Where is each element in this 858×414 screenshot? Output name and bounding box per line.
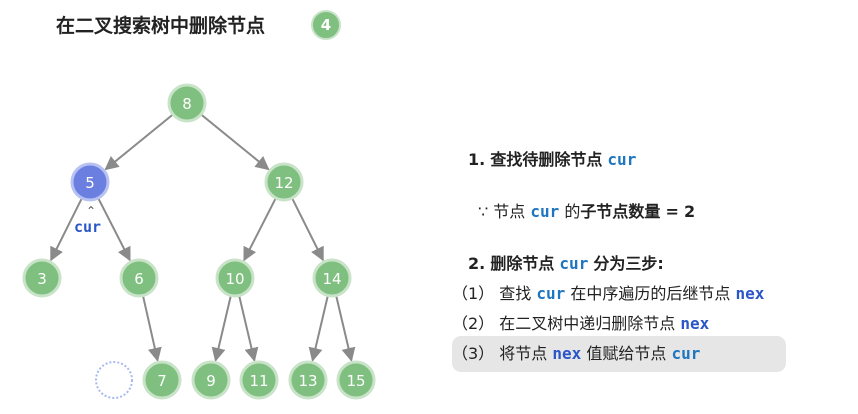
step-badge: 4 <box>311 10 341 40</box>
current-step-highlight <box>452 336 786 372</box>
tree-edge-8-12 <box>200 113 270 171</box>
substep-1-pre: 查找 <box>499 284 532 303</box>
substep-1-code2: nex <box>735 284 765 303</box>
tree-node-label: 12 <box>274 174 293 192</box>
tree-node-14: 14 <box>312 258 352 298</box>
tree-edge-10-9 <box>211 295 232 362</box>
substep-1-code: cur <box>536 284 566 303</box>
step-1-reason: ∵ 节点 cur 的子节点数量 = 2 <box>478 201 695 223</box>
bst-diagram: 8 5 12 3 6 10 14 7 9 11 13 15 <box>22 83 376 400</box>
tree-node-label: 9 <box>206 372 216 390</box>
reason-eq: = <box>665 202 679 221</box>
tree-edge-5-3 <box>50 197 83 262</box>
tree-node-label: 13 <box>298 372 317 390</box>
tree-node-label: 10 <box>225 270 244 288</box>
step-2-text: 删除节点 <box>490 254 555 273</box>
substep-2: （2） 在二叉树中递归删除节点 nex <box>452 313 709 335</box>
step-1-code: cur <box>607 150 637 169</box>
tree-edge-6-7 <box>141 295 162 362</box>
tree-edge-14-13 <box>308 295 329 362</box>
reason-mid: 的 <box>564 202 581 221</box>
because-icon: ∵ <box>478 202 489 221</box>
tree-node-label: 3 <box>37 270 47 288</box>
substep-1-number: （1） <box>452 284 495 303</box>
step-2-number: 2. <box>468 254 486 273</box>
tree-edge-5-6 <box>97 197 131 262</box>
substep-1: （1） 查找 cur 在中序遍历的后继节点 nex <box>452 283 764 305</box>
tree-node-10: 10 <box>215 258 255 298</box>
reason-bold: 子节点数量 <box>580 202 661 221</box>
tree-node-label: 6 <box>134 270 144 288</box>
step-1: 1. 查找待删除节点 cur <box>468 149 636 171</box>
tree-node-3: 3 <box>22 258 62 298</box>
tree-node-label: 11 <box>249 372 268 390</box>
substep-2-number: （2） <box>452 314 495 333</box>
reason-pre: 节点 <box>493 202 526 221</box>
tree-node-5: 5 <box>70 162 110 202</box>
substep-3-code: nex <box>552 344 582 363</box>
pointer-arrow-icon: ⌃ <box>86 204 97 218</box>
step-1-number: 1. <box>468 150 486 169</box>
tree-edge-8-5 <box>104 113 174 171</box>
tree-node-13: 13 <box>288 360 328 400</box>
step-2-code: cur <box>559 254 589 273</box>
tree-node-label: 8 <box>182 95 192 113</box>
tree-node-7: 7 <box>142 360 182 400</box>
step-1-text: 查找待删除节点 <box>490 150 603 169</box>
substep-3-code2: cur <box>671 344 701 363</box>
tree-node-label: 5 <box>85 174 95 192</box>
tree-node-15: 15 <box>336 360 376 400</box>
tree-edge-12-14 <box>291 197 324 262</box>
step-2: 2. 删除节点 cur 分为三步: <box>468 253 664 275</box>
reason-code: cur <box>530 202 560 221</box>
tree-edge-14-15 <box>335 295 356 362</box>
tree-node-label: 14 <box>322 270 341 288</box>
tree-node-12: 12 <box>264 162 304 202</box>
step-2-tail: 分为三步: <box>593 254 664 273</box>
tree-node-6: 6 <box>119 258 159 298</box>
tree-node-label: 7 <box>157 372 167 390</box>
tree-node-9: 9 <box>191 360 231 400</box>
page-title: 在二叉搜索树中删除节点 <box>56 15 266 37</box>
tree-node-8: 8 <box>167 83 207 123</box>
substep-2-pre: 在二叉树中递归删除节点 <box>499 314 676 333</box>
substep-3: （3） 将节点 nex 值赋给节点 cur <box>452 343 700 365</box>
substep-1-mid: 在中序遍历的后继节点 <box>570 284 731 303</box>
substep-3-number: （3） <box>452 344 495 363</box>
substep-2-code: nex <box>680 314 710 333</box>
reason-value: 2 <box>684 202 696 221</box>
substep-3-mid: 值赋给节点 <box>586 344 667 363</box>
empty-node-placeholder <box>95 361 133 399</box>
tree-edge-12-10 <box>243 197 277 262</box>
tree-node-label: 15 <box>346 372 365 390</box>
tree-edge-10-11 <box>238 295 259 362</box>
substep-3-pre: 将节点 <box>499 344 548 363</box>
tree-node-11: 11 <box>239 360 279 400</box>
cur-pointer-label: cur <box>74 218 102 236</box>
